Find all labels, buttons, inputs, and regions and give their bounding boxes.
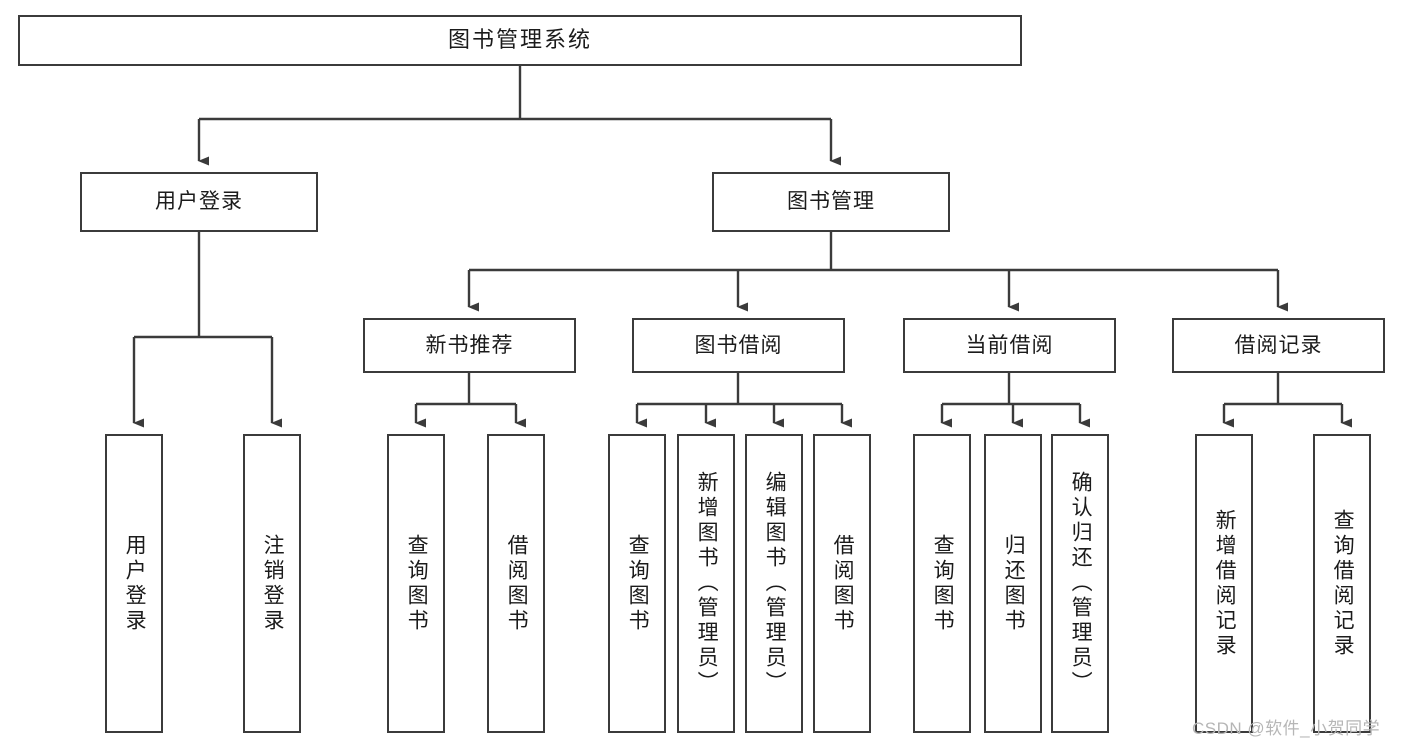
leaf-query-book-1[interactable]: 查询图书 bbox=[387, 434, 445, 733]
leaf-add-borrow-record[interactable]: 新增借阅记录 bbox=[1195, 434, 1253, 733]
leaf-confirm-return-admin[interactable]: 确认归还（管理员） bbox=[1051, 434, 1109, 733]
leaf-borrow-book-1[interactable]: 借阅图书 bbox=[487, 434, 545, 733]
node-current-borrow-label: 当前借阅 bbox=[965, 333, 1054, 357]
leaf-add-book-admin-label: 新增图书（管理员） bbox=[695, 471, 719, 696]
leaf-user-login-label: 用户登录 bbox=[123, 533, 147, 634]
node-root[interactable]: 图书管理系统 bbox=[18, 15, 1022, 66]
edge-root-to-level2 bbox=[197, 66, 841, 166]
node-borrow-records[interactable]: 借阅记录 bbox=[1172, 318, 1385, 373]
leaf-query-book-3[interactable]: 查询图书 bbox=[913, 434, 971, 733]
leaf-edit-book-admin-label: 编辑图书（管理员） bbox=[763, 471, 787, 696]
leaf-edit-book-admin[interactable]: 编辑图书（管理员） bbox=[745, 434, 803, 733]
leaf-query-book-2[interactable]: 查询图书 bbox=[608, 434, 666, 733]
node-new-book-recommend-label: 新书推荐 bbox=[425, 333, 514, 357]
node-user-login-label: 用户登录 bbox=[155, 190, 243, 214]
csdn-watermark: CSDN @软件_小贺同学 bbox=[1192, 719, 1381, 738]
edge-user-login-to-leaves bbox=[132, 232, 282, 428]
node-book-borrow-label: 图书借阅 bbox=[694, 333, 783, 357]
leaf-query-borrow-record-label: 查询借阅记录 bbox=[1331, 508, 1355, 659]
node-current-borrow[interactable]: 当前借阅 bbox=[903, 318, 1116, 373]
node-borrow-records-label: 借阅记录 bbox=[1234, 333, 1323, 357]
node-book-management[interactable]: 图书管理 bbox=[712, 172, 950, 232]
node-book-borrow[interactable]: 图书借阅 bbox=[632, 318, 845, 373]
node-user-login[interactable]: 用户登录 bbox=[80, 172, 318, 232]
node-new-book-recommend[interactable]: 新书推荐 bbox=[363, 318, 576, 373]
leaf-return-book-label: 归还图书 bbox=[1002, 533, 1026, 634]
leaf-borrow-book-1-label: 借阅图书 bbox=[505, 533, 529, 634]
leaf-query-book-3-label: 查询图书 bbox=[931, 533, 955, 634]
node-root-label: 图书管理系统 bbox=[447, 27, 592, 53]
node-book-management-label: 图书管理 bbox=[787, 190, 875, 214]
leaf-add-borrow-record-label: 新增借阅记录 bbox=[1213, 508, 1237, 659]
leaf-query-book-2-label: 查询图书 bbox=[626, 533, 650, 634]
edge-borrow-records-to-leaves bbox=[1222, 373, 1352, 428]
leaf-confirm-return-admin-label: 确认归还（管理员） bbox=[1069, 471, 1093, 696]
edge-new-book-recommend-to-leaves bbox=[414, 373, 526, 428]
leaf-user-login[interactable]: 用户登录 bbox=[105, 434, 163, 733]
edge-book-borrow-to-leaves bbox=[635, 373, 852, 428]
leaf-query-borrow-record[interactable]: 查询借阅记录 bbox=[1313, 434, 1371, 733]
leaf-query-book-1-label: 查询图书 bbox=[405, 533, 429, 634]
leaf-return-book[interactable]: 归还图书 bbox=[984, 434, 1042, 733]
leaf-borrow-book-2[interactable]: 借阅图书 bbox=[813, 434, 871, 733]
leaf-add-book-admin[interactable]: 新增图书（管理员） bbox=[677, 434, 735, 733]
leaf-logout-label: 注销登录 bbox=[261, 533, 285, 634]
edge-current-borrow-to-leaves bbox=[940, 373, 1090, 428]
leaf-borrow-book-2-label: 借阅图书 bbox=[831, 533, 855, 634]
leaf-logout[interactable]: 注销登录 bbox=[243, 434, 301, 733]
edge-book-management-to-level3 bbox=[467, 232, 1288, 312]
